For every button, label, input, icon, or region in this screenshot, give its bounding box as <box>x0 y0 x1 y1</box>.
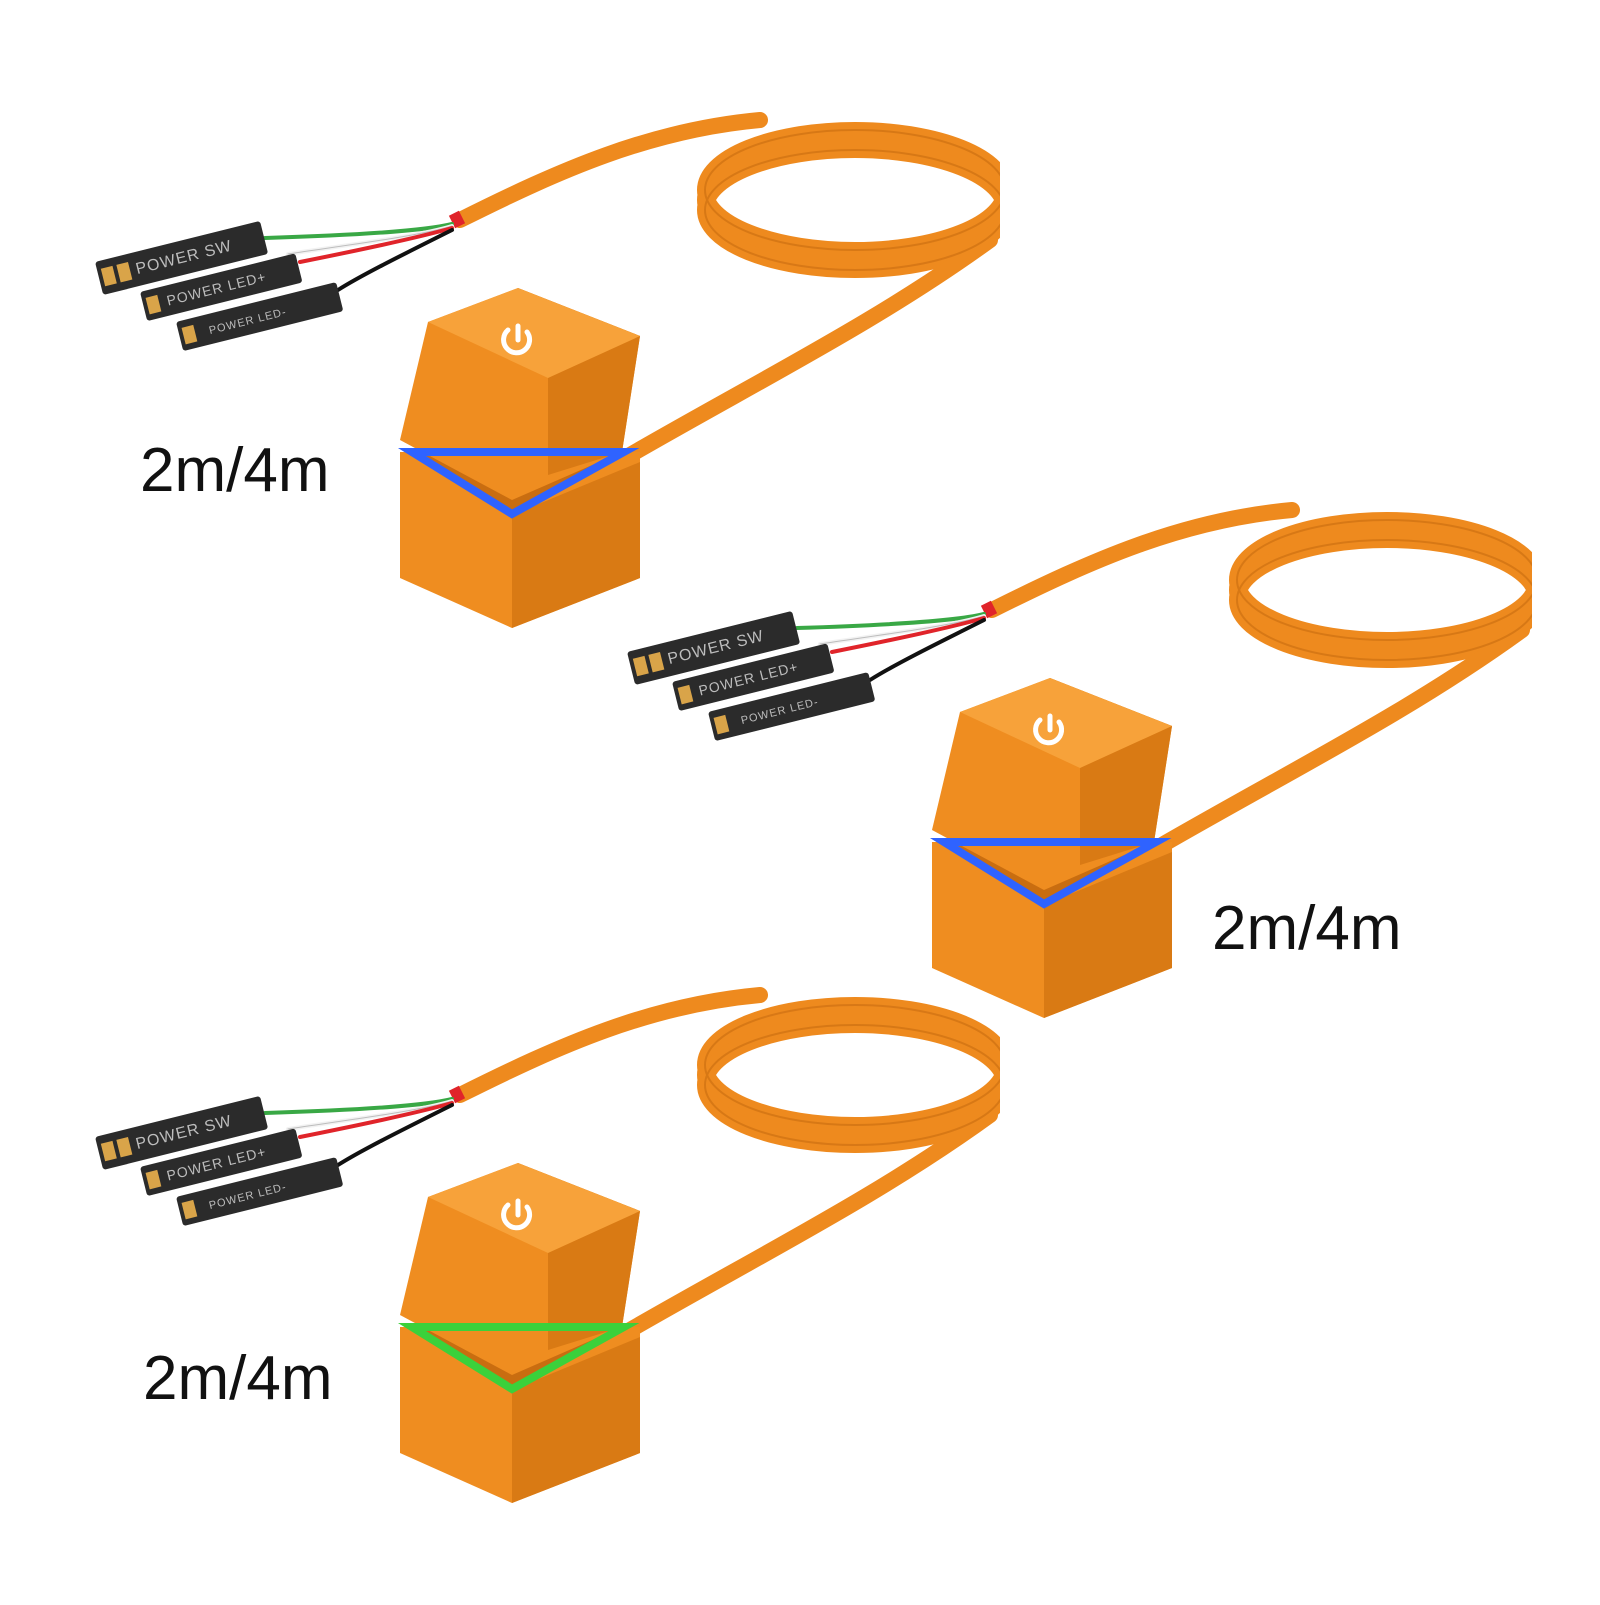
product-unit-1 <box>95 120 1005 628</box>
length-label: 2m/4m <box>1212 894 1402 963</box>
indicator-light-blue <box>397 448 640 519</box>
product-unit-2 <box>627 510 1537 1018</box>
indicator-light-blue <box>929 838 1172 909</box>
length-label: 2m/4m <box>140 436 330 505</box>
product-unit-3 <box>95 995 1005 1503</box>
indicator-light-green <box>397 1323 640 1394</box>
length-label: 2m/4m <box>143 1344 333 1413</box>
